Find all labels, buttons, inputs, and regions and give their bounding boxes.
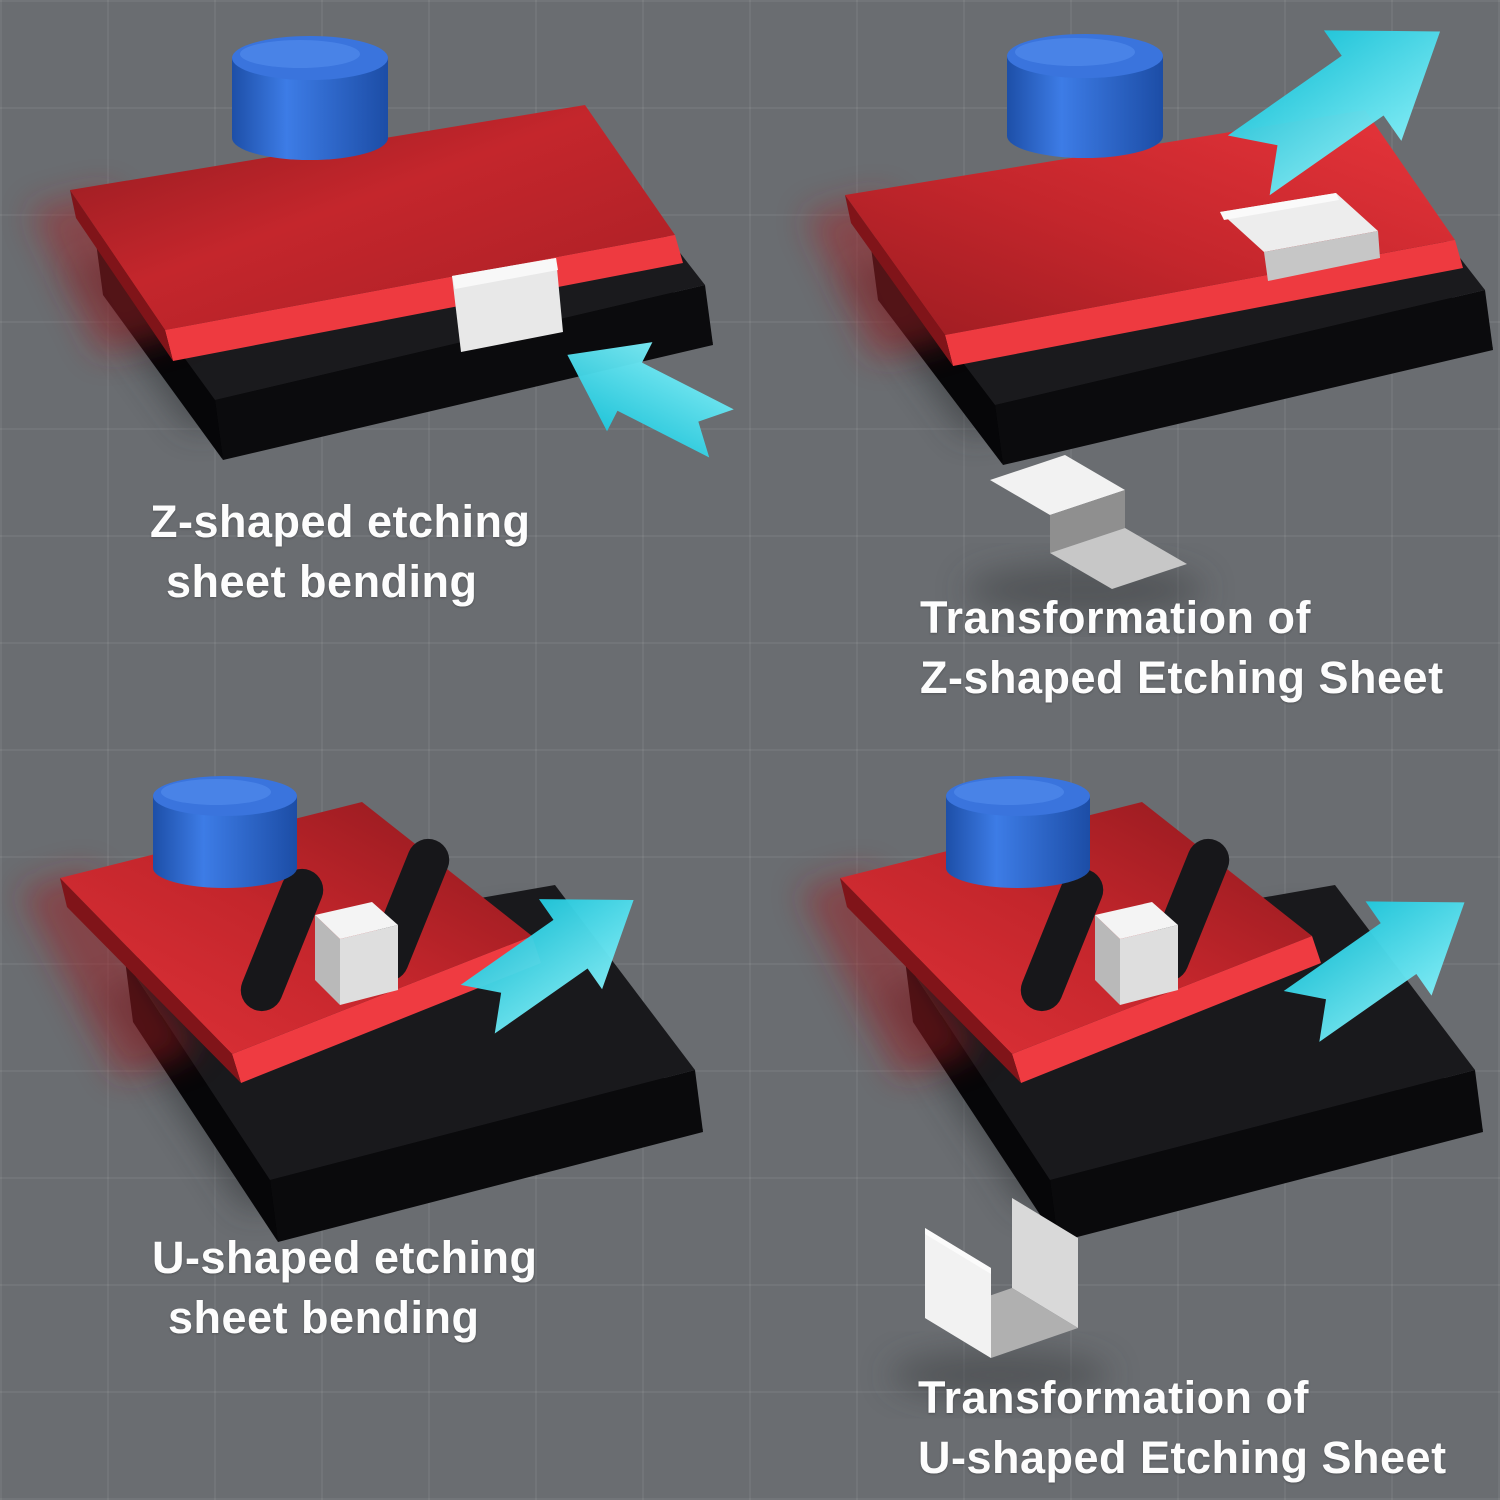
label-line: Transformation of [918,1372,1310,1423]
red-motion-blur [20,870,200,1080]
z-transform-illustration [805,30,1493,616]
press-punch-cylinder [946,776,1090,888]
panel-u-transform: Transformation of U-shaped Etching Sheet [750,750,1500,1500]
arrow-down-left-icon [567,342,734,458]
label-u-transform: Transformation of U-shaped Etching Sheet [918,1368,1447,1489]
label-z-transform: Transformation of Z-shaped Etching Sheet [920,588,1444,709]
press-punch-cylinder [153,776,297,888]
u-transform-illustration [800,776,1483,1399]
arrow-up-right-icon [460,899,634,1034]
label-line: Z-shaped Etching Sheet [920,652,1444,704]
label-line: Transformation of [920,592,1312,643]
label-z-bend: Z-shaped etching sheet bending [150,492,531,613]
z-bend-illustration [30,36,734,460]
panel-z-bend: Z-shaped etching sheet bending [0,0,750,750]
folded-tab-white [1220,193,1380,281]
bent-tab-cube-white [1095,902,1178,1005]
red-motion-blur [800,870,980,1080]
label-line: sheet bending [166,556,478,608]
arrow-up-right-icon [1227,30,1441,196]
z-shaped-sheet [965,455,1205,616]
etching-tab-white [452,258,563,352]
u-bend-illustration [20,776,703,1242]
label-line: Z-shaped etching [150,496,531,547]
panel-z-transform: Transformation of Z-shaped Etching Sheet [750,0,1500,750]
label-u-bend: U-shaped etching sheet bending [152,1228,538,1349]
label-line: U-shaped Etching Sheet [918,1432,1447,1484]
press-punch-cylinder [232,36,388,160]
bent-tab-cube-white [315,902,398,1005]
u-shaped-sheet [890,1198,1110,1399]
arrow-up-right-icon [1283,901,1465,1042]
label-line: sheet bending [168,1292,480,1344]
label-line: U-shaped etching [152,1232,538,1283]
press-punch-cylinder [1007,34,1163,158]
panel-u-bend: U-shaped etching sheet bending [0,750,750,1500]
